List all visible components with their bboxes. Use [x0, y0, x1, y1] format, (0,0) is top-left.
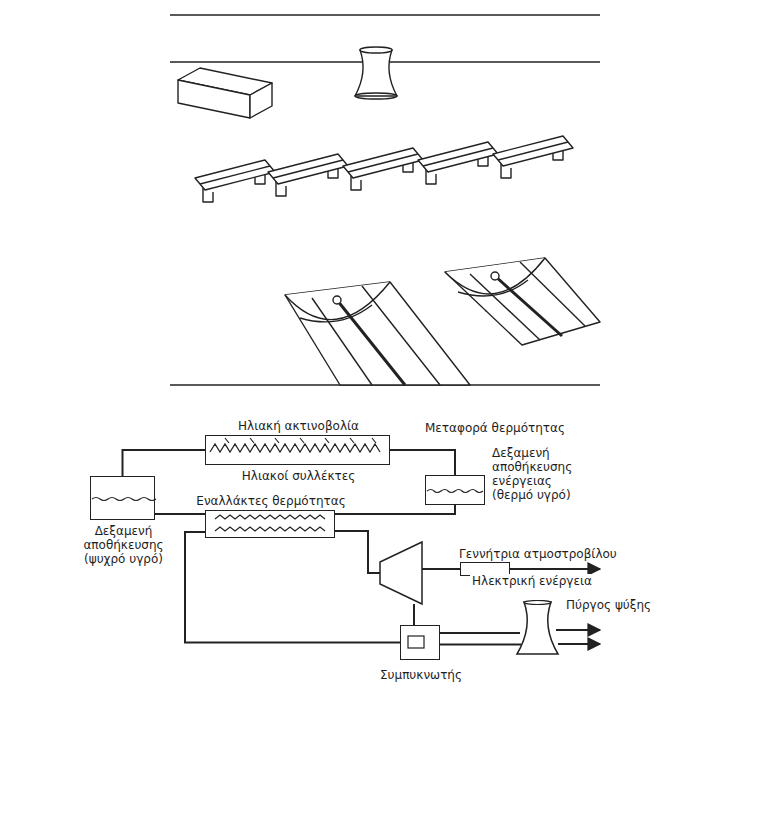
collector-array: Ηλιακή ακτινοβολίαΗλιακοί συλλέκτες [205, 435, 390, 465]
heat-transfer-label: Μεταφορά θερμότητας [423, 421, 567, 435]
pipe-connector [123, 450, 206, 476]
tower-outline [515, 600, 560, 655]
heat-exchanger: Εναλλάκτες θερμότητας [205, 510, 335, 538]
node-label: Δεξαμενή αποθήκευσης ενέργειας (θερμό υγ… [492, 446, 588, 502]
node-label: Εναλλάκτες θερμότητας [196, 494, 345, 508]
tower-rim [524, 601, 551, 605]
pipe-connector [390, 450, 455, 475]
node-label: Γεννήτρια ατμοστροβίλου [459, 547, 617, 561]
electricity-label: Ηλεκτρική ενέργεια [470, 574, 594, 588]
node-label: Πύργος ψύξης [566, 598, 651, 612]
tower-body [517, 602, 558, 654]
pipe-connector [155, 513, 205, 515]
pipe-connector [185, 532, 400, 643]
pipe-connector [335, 505, 455, 514]
node-label: Συμπυκνωτής [380, 668, 462, 682]
pipe-connector [440, 644, 521, 646]
node-label: Δεξαμενή αποθήκευσης (ψυχρό υγρό) [72, 524, 176, 566]
cold-storage-tank: Δεξαμενή αποθήκευσης (ψυχρό υγρό) [90, 476, 155, 520]
node-label: Ηλιακή ακτινοβολία [238, 419, 359, 433]
cooling-tower: Πύργος ψύξης [515, 600, 560, 655]
hot-storage-tank: Δεξαμενή αποθήκευσης ενέργειας (θερμό υγ… [425, 475, 485, 505]
condenser-box: Συμπυκνωτής [400, 625, 440, 660]
node-label: Ηλιακοί συλλέκτες [242, 469, 355, 483]
